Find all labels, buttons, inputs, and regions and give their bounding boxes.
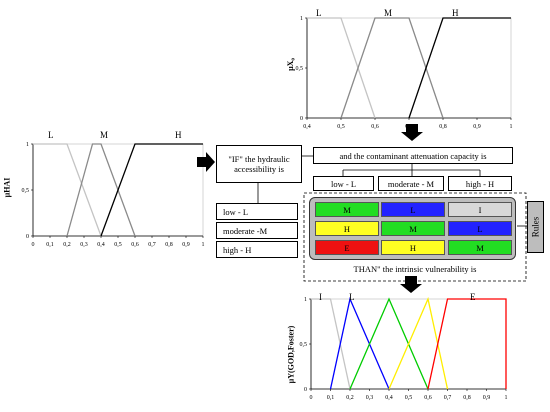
left-y-tick-label: 1 (26, 142, 29, 148)
bottom-label-E: E (470, 292, 476, 302)
bottom-x-tick-label: 0,2 (346, 395, 354, 401)
row-header-moderate: moderate -M (216, 222, 298, 239)
top-x-tick-label: 1 (510, 124, 513, 130)
left-y-tick-label: 0,5 (22, 188, 30, 194)
rule-cell-0: M (315, 202, 379, 217)
top-y-tick-label: 1 (300, 16, 303, 22)
bottom-y-tick-label: 0,5 (300, 342, 308, 348)
left-series-m (66, 143, 136, 237)
rules-dashed-frame (303, 192, 527, 282)
top-series-l (307, 17, 376, 119)
bottom-x-tick-label: 0,7 (444, 395, 452, 401)
bottom-series-l (329, 296, 390, 390)
left-x-tick-label: 1 (202, 242, 205, 248)
top-y-tick-label: 0,5 (296, 66, 304, 72)
left-series-h (100, 143, 203, 237)
then-vulnerability-text: THAN" the intrinsic vulnerability is (353, 264, 477, 274)
and-attenuation-box: and the contaminant attenuation capacity… (313, 147, 513, 164)
left-x-tick-label: 0,6 (131, 242, 139, 248)
left-x-tick-label: 0,2 (63, 242, 71, 248)
arrow-to-output (400, 276, 422, 293)
top-series-h (408, 17, 511, 119)
top-label-H: H (452, 8, 459, 18)
top-x-tick-label: 0,9 (473, 124, 481, 130)
bottom-x-tick-label: 0,3 (366, 395, 374, 401)
rule-cell-2: I (448, 202, 512, 217)
bottom-x-tick-label: 0,6 (424, 395, 432, 401)
top-label-L: L (316, 8, 322, 18)
top-y-tick-label: 0 (300, 116, 303, 122)
col-header-low: low - L (313, 176, 374, 191)
bottom-label-I: I (319, 292, 322, 302)
col-header-moderate: moderate - M (378, 176, 444, 191)
top-label-M: M (384, 8, 393, 18)
left-series-l (33, 143, 102, 237)
arrow-left-to-if (197, 152, 215, 172)
bottom-x-tick-label: 1 (505, 395, 508, 401)
rule-cell-5: L (448, 221, 512, 236)
left-chart-ylabel: μHAI (2, 177, 12, 198)
rules-box: Rules (527, 201, 544, 253)
left-x-tick-label: 0,3 (80, 242, 88, 248)
top-plot-frame (306, 17, 512, 119)
bottom-x-tick-label: 0,8 (463, 395, 471, 401)
bottom-y-tick-label: 0 (304, 387, 307, 393)
bottom-x-tick-label: 0 (310, 395, 313, 401)
rule-cell-7: H (381, 240, 445, 255)
left-y-tick-label: 0 (26, 234, 29, 240)
rules-label: Rules (530, 216, 541, 238)
left-label-L: L (48, 130, 54, 140)
rule-cell-8: M (448, 240, 512, 255)
left-x-tick-label: 0,1 (46, 242, 54, 248)
bottom-x-tick-label: 0,9 (483, 395, 491, 401)
top-x-tick-label: 0,5 (337, 124, 345, 130)
left-x-tick-label: 0 (32, 242, 35, 248)
bottom-x-tick-label: 0,4 (385, 395, 393, 401)
bottom-series-m (349, 297, 429, 390)
rule-cell-4: M (381, 221, 445, 236)
rule-cell-6: E (315, 240, 379, 255)
bottom-series-i (311, 298, 351, 390)
arrow-top-to-and (401, 124, 423, 141)
if-hydraulic-box: "IF" the hydraulic accessibility is (216, 145, 302, 183)
top-x-tick-label: 0,6 (371, 124, 379, 130)
row-header-low: low - L (216, 203, 298, 220)
left-x-tick-label: 0,4 (97, 242, 105, 248)
left-x-tick-label: 0,9 (182, 242, 190, 248)
top-chart-ylabel: μX₀ (285, 58, 295, 71)
row-header-high: high - H (216, 241, 298, 258)
top-series-m (340, 17, 444, 119)
top-x-tick-label: 0,4 (303, 124, 311, 130)
bottom-label-L: L (349, 292, 355, 302)
rule-cell-1: L (381, 202, 445, 217)
left-x-tick-label: 0,7 (148, 242, 156, 248)
left-x-tick-label: 0,5 (114, 242, 122, 248)
left-x-tick-label: 0,8 (165, 242, 173, 248)
bottom-y-tick-label: 1 (304, 297, 307, 303)
bottom-series-h (388, 296, 449, 390)
col-header-high: high - H (448, 176, 512, 191)
bottom-series-e (427, 298, 507, 390)
bottom-x-tick-label: 0,1 (327, 395, 335, 401)
bottom-x-tick-label: 0,5 (405, 395, 413, 401)
rule-cell-3: H (315, 221, 379, 236)
top-x-tick-label: 0,8 (439, 124, 447, 130)
left-label-H: H (175, 130, 182, 140)
bottom-chart-ylabel: μY(GOD,Foster) (286, 325, 296, 384)
left-label-M: M (100, 130, 109, 140)
